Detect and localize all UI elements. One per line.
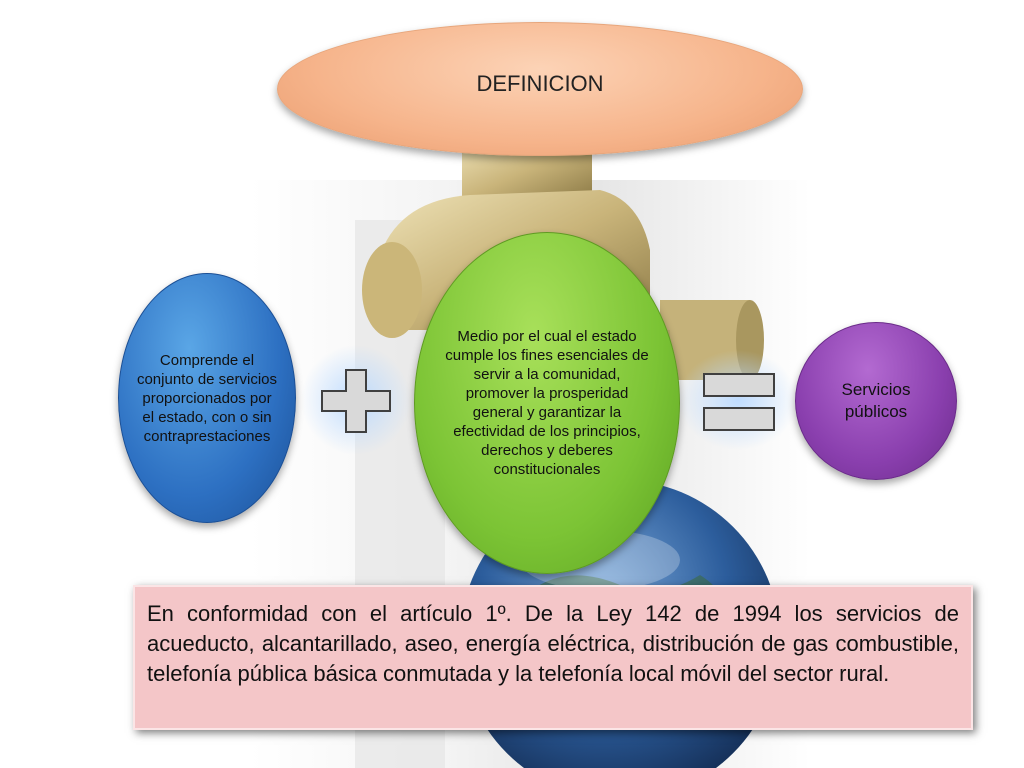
plus-icon [321,369,391,433]
definition-title-text: DEFINICION [476,71,604,96]
result-text: Servicios públicos [841,380,911,421]
left-definition-oval: Comprende el conjunto de servicios propo… [118,273,296,523]
legal-note-box: En conformidad con el artículo 1º. De la… [133,585,973,730]
definition-title-oval: DEFINICION [277,22,803,156]
legal-note-text: En conformidad con el artículo 1º. De la… [147,601,959,686]
center-definition-oval: Medio por el cual el estado cumple los f… [414,232,680,574]
left-definition-text: Comprende el conjunto de servicios propo… [136,351,278,445]
center-definition-text: Medio por el cual el estado cumple los f… [445,328,649,478]
result-oval: Servicios públicos [795,322,957,480]
equals-icon [703,373,775,431]
